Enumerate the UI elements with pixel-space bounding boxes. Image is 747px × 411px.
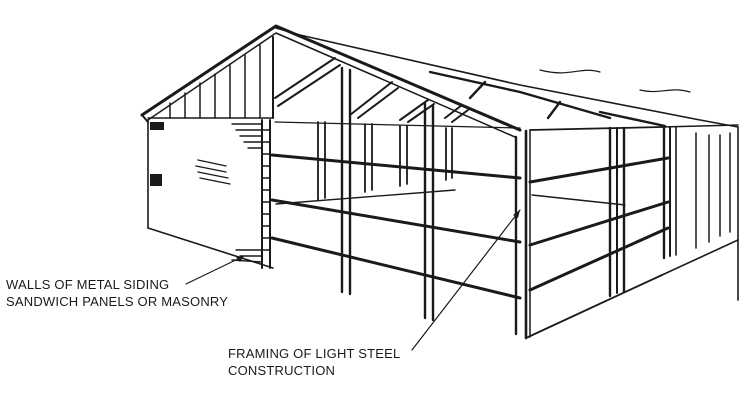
floor-lines bbox=[275, 189, 626, 206]
back-posts bbox=[274, 121, 521, 201]
clad-wall-panel bbox=[147, 117, 274, 269]
framing-callout-label: FRAMING OF LIGHT STEEL CONSTRUCTION bbox=[228, 345, 400, 379]
walls-label-line2: SANDWICH PANELS OR MASONRY bbox=[6, 294, 229, 309]
roof-purlins bbox=[428, 70, 667, 128]
walls-label-line1: WALLS OF METAL SIDING bbox=[6, 277, 170, 292]
walls-leader-line bbox=[185, 255, 245, 285]
front-gable bbox=[140, 24, 522, 138]
roof-rafters bbox=[274, 57, 469, 123]
framing-label-line1: FRAMING OF LIGHT STEEL bbox=[228, 346, 401, 361]
walls-callout-label: WALLS OF METAL SIDING SANDWICH PANELS OR… bbox=[6, 276, 228, 310]
front-girts bbox=[270, 153, 522, 300]
callout-leaders bbox=[185, 209, 521, 351]
walls-leader-arrow-icon bbox=[236, 256, 244, 262]
framing-leader-arrow-icon bbox=[513, 210, 520, 218]
framing-label-line2: CONSTRUCTION bbox=[228, 363, 336, 378]
roof bbox=[275, 27, 739, 301]
side-wall bbox=[525, 124, 739, 339]
framing-leader-line bbox=[411, 209, 521, 351]
